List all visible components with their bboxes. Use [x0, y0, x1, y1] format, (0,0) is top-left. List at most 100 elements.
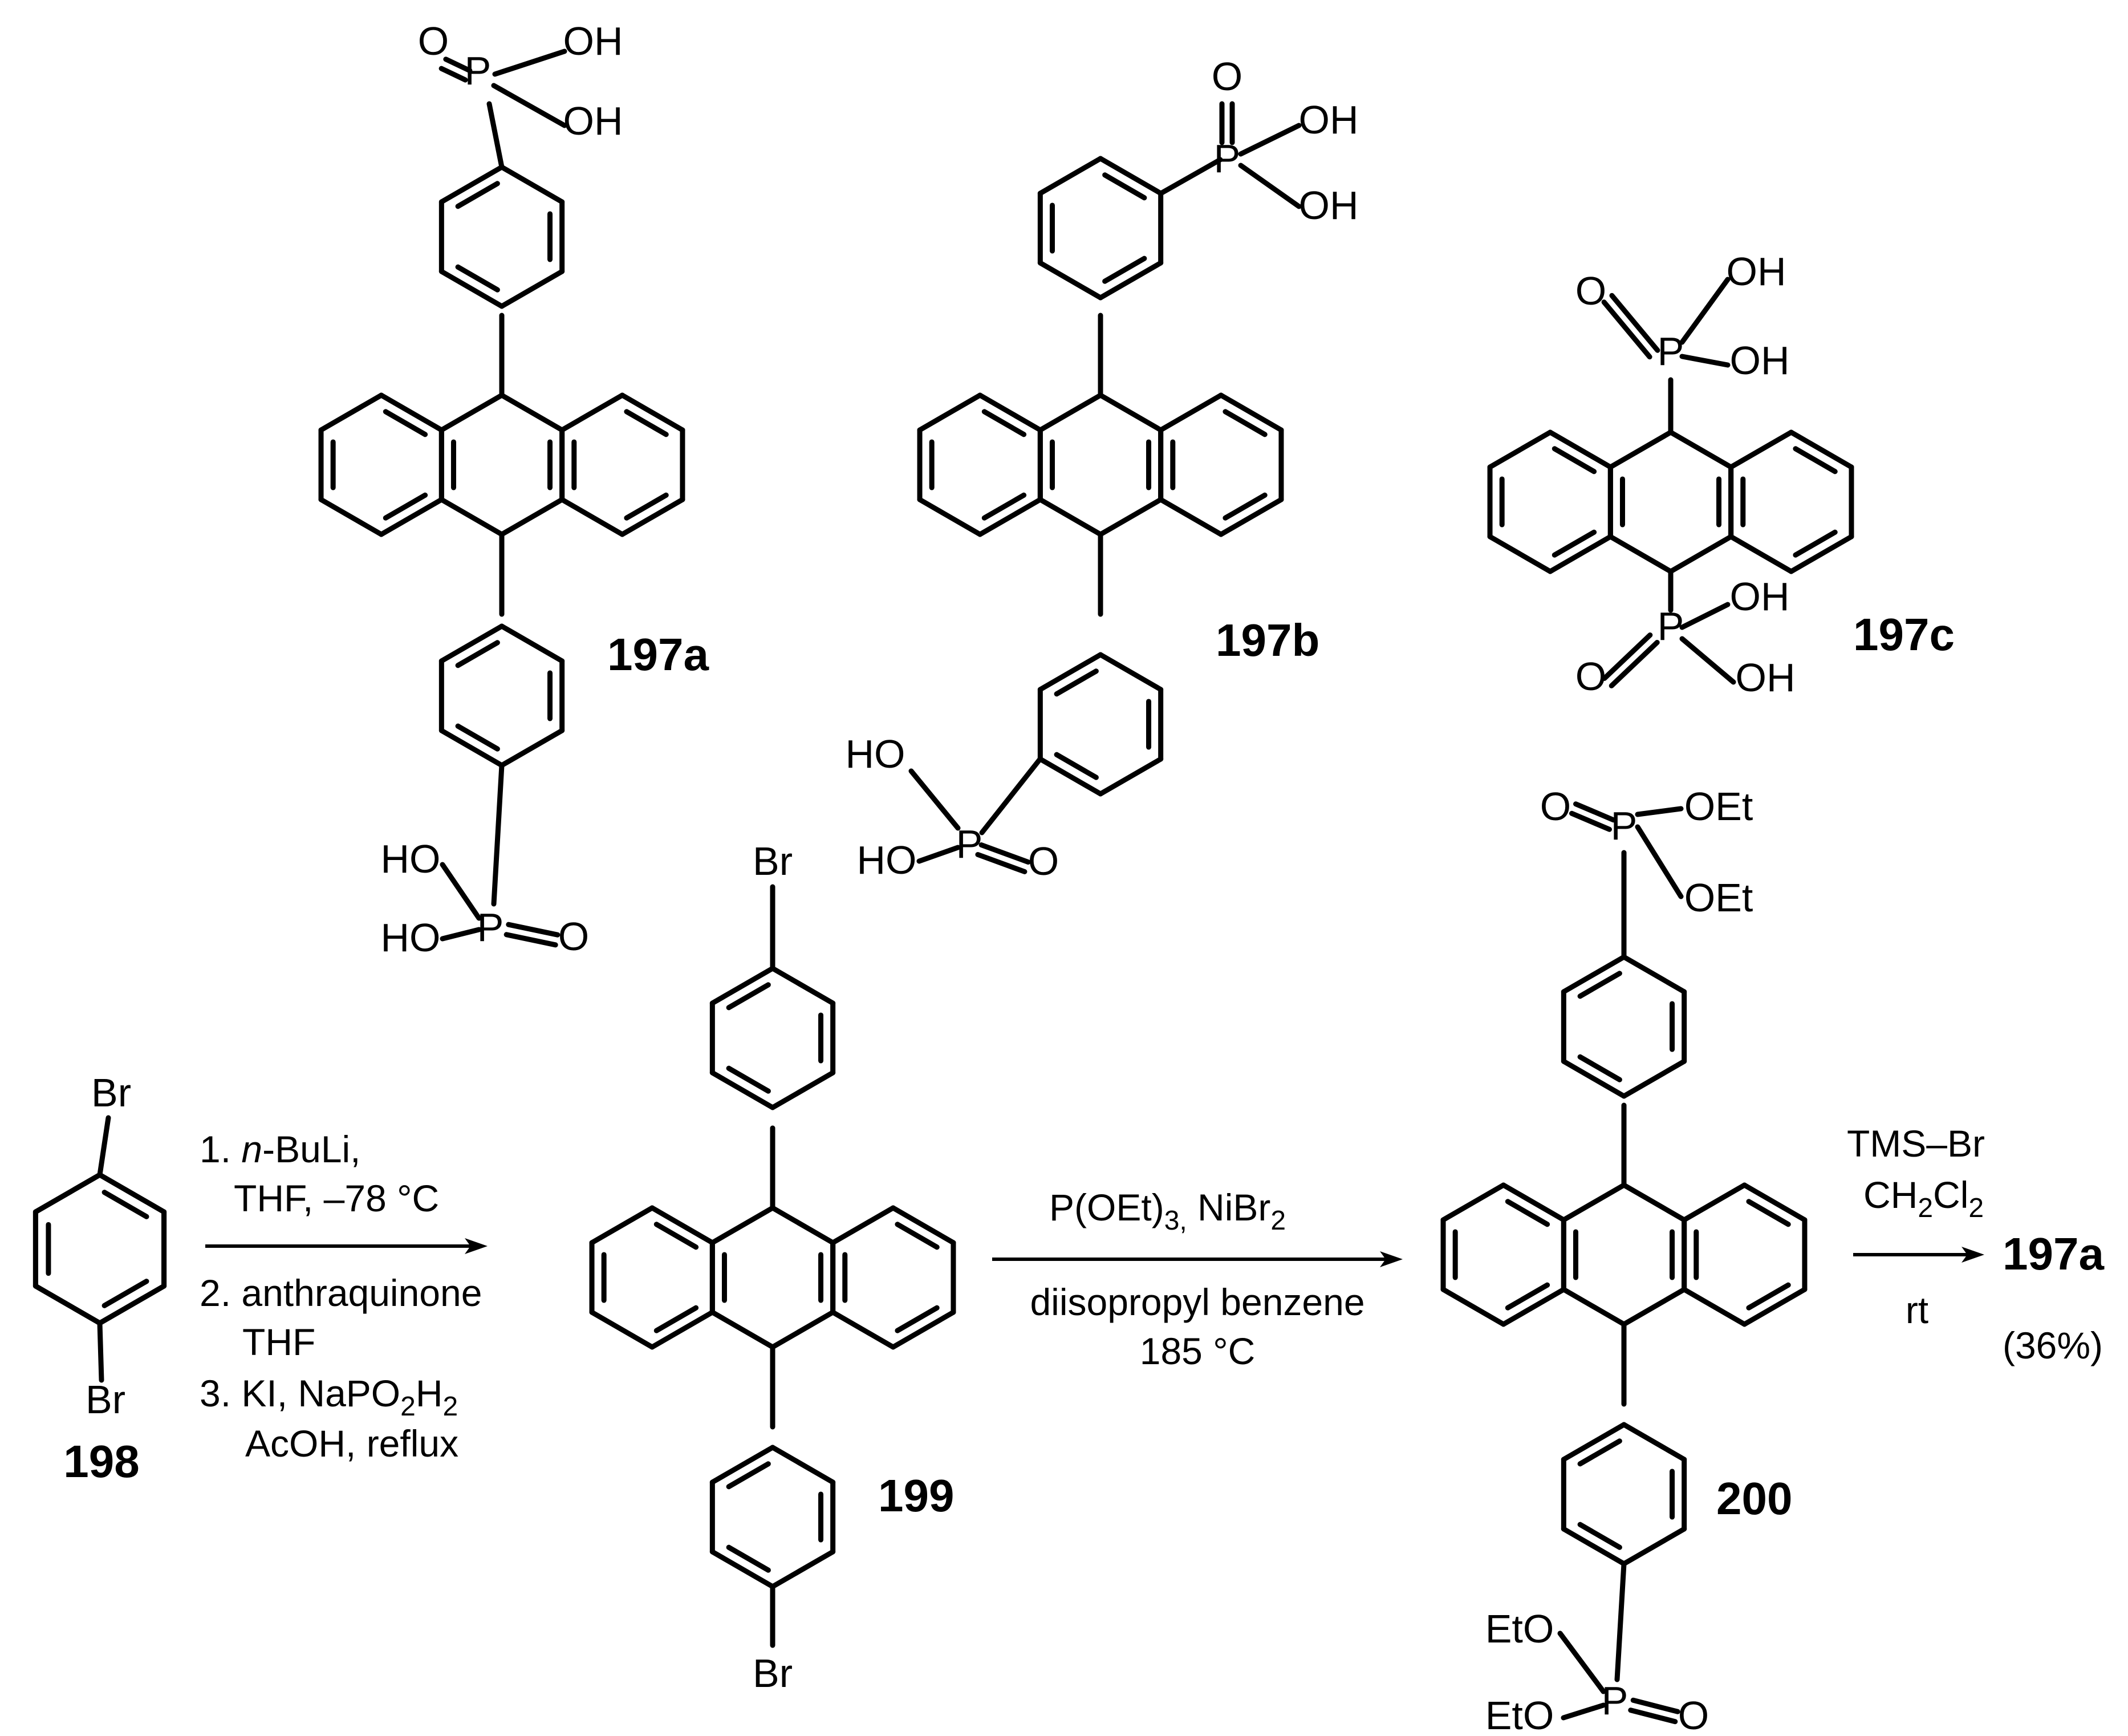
bond — [33, 1283, 103, 1326]
atom-O: O — [1212, 54, 1242, 99]
bond — [1668, 534, 1734, 574]
bond — [97, 1320, 104, 1383]
compound-197c: P O OH OH P OH O OH 197c — [1575, 249, 1955, 700]
bond — [1621, 1526, 1687, 1567]
bond — [1098, 156, 1164, 196]
bond — [649, 1205, 715, 1246]
bond — [709, 1309, 775, 1350]
bond — [1552, 446, 1597, 474]
bond — [438, 497, 505, 537]
bond — [770, 1070, 836, 1110]
bond — [977, 392, 1043, 433]
bond — [979, 756, 1043, 835]
bond — [1501, 1182, 1566, 1223]
bond — [1614, 1561, 1627, 1682]
bond — [33, 1172, 103, 1215]
bond — [709, 1445, 775, 1485]
bond — [1746, 1282, 1791, 1311]
atom-O: O — [1028, 839, 1059, 883]
bond — [709, 966, 775, 1006]
bond — [1635, 806, 1684, 817]
bond — [1621, 1287, 1687, 1327]
bond — [1440, 1182, 1506, 1223]
atom-P: P — [1658, 329, 1684, 374]
step1-line3: 2. anthraquinone — [200, 1272, 482, 1314]
bond — [1607, 534, 1674, 574]
bond — [1218, 497, 1284, 537]
bond — [1793, 529, 1838, 558]
bond — [1223, 492, 1268, 521]
bond — [726, 1461, 771, 1490]
bond — [1607, 429, 1674, 470]
bond — [1158, 392, 1224, 433]
reaction-arrows — [205, 1238, 1984, 1267]
bond — [1037, 497, 1103, 537]
bond — [1158, 497, 1224, 537]
bond — [1440, 1287, 1506, 1327]
bond — [977, 497, 1043, 537]
step3-temperature: rt — [1906, 1289, 1928, 1331]
bond — [1628, 1707, 1678, 1725]
bond — [1238, 123, 1302, 157]
bond — [1728, 534, 1794, 574]
step1-line1: 1. n-BuLi, — [200, 1128, 361, 1170]
atom-P: P — [1602, 1678, 1629, 1723]
bond — [499, 623, 565, 664]
step2-reagents: P(OEt)3, NiBr2 — [1049, 1186, 1286, 1236]
bond — [455, 640, 500, 668]
bond — [1561, 1702, 1606, 1721]
atom-O: O — [558, 914, 589, 959]
bond — [1098, 260, 1164, 301]
compound-197b: P O OH OH P HO HO O 197b — [846, 54, 1359, 883]
bond — [895, 1222, 940, 1250]
bond — [890, 1309, 956, 1350]
bond — [506, 922, 561, 938]
atom-OEt: OEt — [1684, 784, 1753, 829]
atom-Br: Br — [753, 839, 793, 883]
atom-HO: HO — [381, 915, 441, 960]
bond — [1561, 1287, 1627, 1327]
bond — [917, 392, 983, 433]
bond — [503, 932, 558, 948]
atom-Br: Br — [91, 1070, 131, 1115]
bond — [890, 1205, 956, 1246]
bond — [1728, 429, 1794, 470]
bond — [1561, 1526, 1627, 1567]
atom-EtO: EtO — [1485, 1693, 1554, 1736]
atom-P: P — [477, 905, 504, 950]
bond — [318, 497, 384, 537]
atom-OEt: OEt — [1684, 875, 1753, 920]
bond — [499, 269, 565, 309]
atom-OH: OH — [1299, 183, 1359, 228]
atom-HO: HO — [381, 837, 441, 881]
bond — [559, 497, 625, 537]
bond — [830, 1309, 896, 1350]
bond — [653, 1222, 699, 1250]
bond — [379, 497, 444, 537]
compound-200: P O OEt OEt P EtO EtO O 200 — [1485, 784, 1793, 1736]
atom-OH: OH — [563, 99, 623, 143]
bond — [1505, 1282, 1550, 1311]
bond — [455, 264, 500, 293]
bond — [1746, 1199, 1791, 1227]
bond — [1741, 1182, 1808, 1223]
bond — [978, 842, 1031, 865]
bond — [981, 409, 1027, 437]
bond — [1635, 824, 1684, 899]
compound-199: Br Br 199 — [753, 839, 954, 1696]
bond — [97, 1283, 167, 1326]
compound-197a: P O OH OH P HO HO O 197a — [381, 19, 709, 960]
bond — [1218, 392, 1284, 433]
product-label-197a: 197a — [2003, 1228, 2104, 1279]
step1-line4: THF — [242, 1321, 315, 1363]
atom-O: O — [1575, 654, 1606, 699]
step2-solvent: diisopropyl benzene — [1030, 1281, 1364, 1323]
step3-reagent: TMS–Br — [1847, 1122, 1985, 1165]
bond — [709, 1205, 775, 1246]
bond — [1238, 163, 1302, 209]
step3-solvent: CH2Cl2 — [1863, 1174, 1984, 1223]
bond — [1552, 529, 1597, 558]
bond — [101, 1190, 149, 1219]
bond — [1577, 1054, 1622, 1082]
bond — [589, 1309, 655, 1350]
